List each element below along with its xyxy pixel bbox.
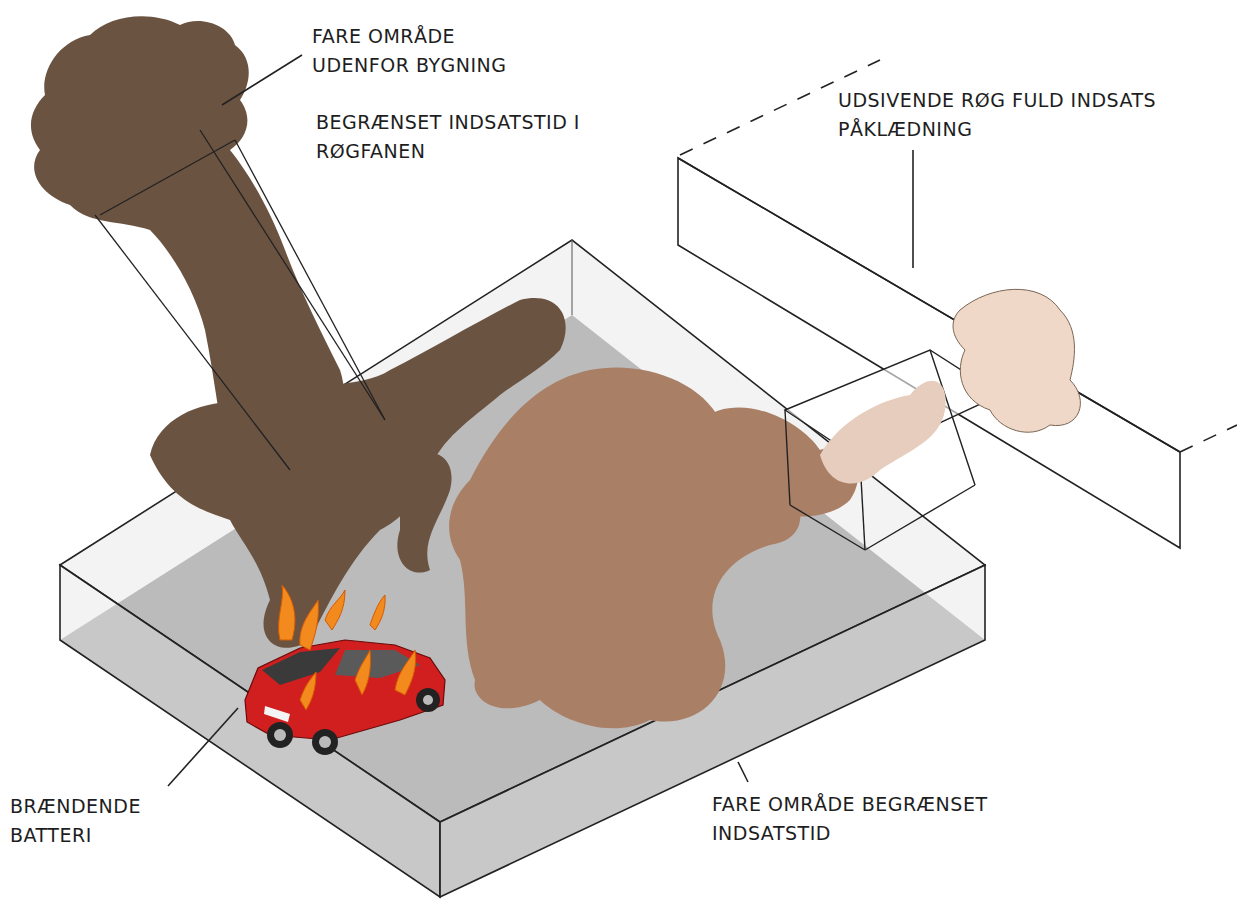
callout-label: UDSIVENDE RØG FULD INDSATS PÅKLÆDNING [838, 86, 1183, 145]
burning-car [245, 640, 445, 755]
escaping-smoke [820, 381, 946, 484]
callout-label: FARE OMRÅDE BEGRÆNSET INDSATSTID [712, 790, 1012, 849]
leader-lines [168, 55, 913, 786]
adjacent-building [678, 60, 1237, 548]
smoke-plume [31, 16, 344, 470]
smoke-cloud [397, 453, 451, 573]
escaping-smoke [953, 289, 1080, 432]
callout-label: FARE OMRÅDE UDENFOR BYGNING [312, 22, 542, 81]
plume-outline [95, 130, 385, 470]
callout-label: BEGRÆNSET INDSATSTID I RØGFANEN [316, 108, 616, 167]
callout-label: BRÆNDENDE BATTERI [10, 792, 185, 851]
flames [279, 585, 416, 710]
